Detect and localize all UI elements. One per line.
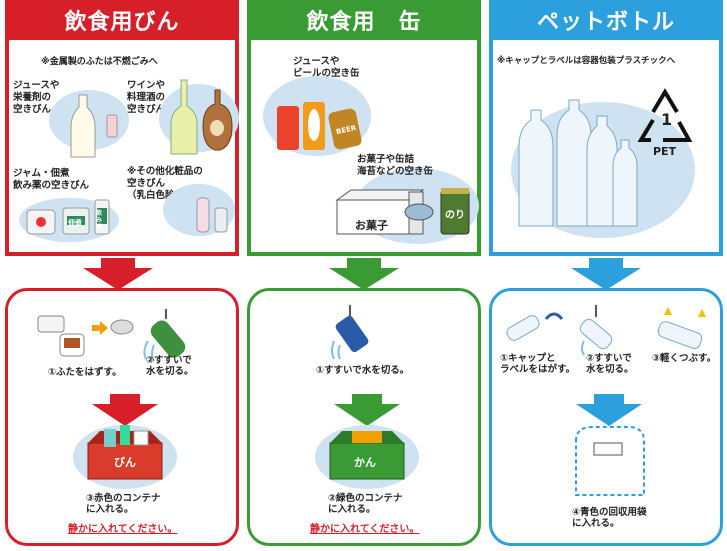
label-cosmetic-bottles: ※その他化粧品の 空きびん （乳白色除く） [127,166,203,201]
column-cans: 飲食用 缶 ジュースや ビールの空き缶 お菓子や缶詰 海苔などの空き缶 BEER… [247,0,481,551]
step-green-container: ②緑色のコンテナ に入れる。 [328,493,403,515]
header-pet-bottles: ペットボトル [489,0,723,40]
warning-quietly-cans: 静かに入れてください。 [310,524,420,535]
step-illustrations-cans [315,305,419,489]
label-juice-bottles: ジュースや 栄養剤の 空きびん [13,80,60,115]
arrow-down-green-1 [329,258,399,290]
panel-pet-bottles-items: ※キャップとラベルは容器包装プラスチックへ 1 PET [489,40,723,256]
juice-bottle-illustration [19,79,239,242]
bottle-label-medicine: 飲み薬 [96,210,103,231]
warning-quietly-bottles: 静かに入れてください。 [68,524,178,535]
note-metal-caps: ※金属製のふたは不燃ごみへ [41,57,158,67]
step-crush-pet: ③軽くつぶす。 [652,353,717,364]
header-cans: 飲食用 缶 [247,0,481,40]
pet-recycle-text: PET [653,145,677,158]
step-illustrations-pet [506,305,706,496]
step-illustrations-bottles [37,309,186,489]
panel-glass-bottles-items: ※金属製のふたは不燃ごみへ ジュースや 栄養剤の 空きびん ワインや 料理酒の … [5,40,239,256]
pet-recycle-number: 1 [661,110,673,129]
step-rinse-pet: ②すすいで 水を切る。 [586,353,634,375]
step-red-container: ③赤色のコンテナ に入れる。 [86,493,161,515]
step-rinse-bottle: ②すすいで 水を切る。 [146,355,194,377]
step-rinse-can: ①すすいで水を切る。 [316,365,410,376]
column-pet-bottles: ペットボトル ※キャップとラベルは容器包装プラスチックへ 1 PET [489,0,723,551]
box-label-snack: お菓子 [355,219,388,232]
note-cap-label: ※キャップとラベルは容器包装プラスチックへ [497,56,676,66]
label-jam-bottles: ジャム・佃煮 飲み薬の空きびん [13,168,90,191]
label-drink-cans: ジュースや ビールの空き缶 [293,56,360,79]
label-wine-bottles: ワインや 料理酒の 空きびん [127,80,166,115]
step-blue-bag: ④青色の回収用袋 に入れる。 [572,507,647,529]
arrow-down-red-1 [83,258,153,290]
step-remove-cap: ①ふたをはずす。 [48,367,122,378]
panel-cans-items: ジュースや ビールの空き缶 お菓子や缶詰 海苔などの空き缶 BEER お菓子 の… [247,40,481,256]
jar-label-tsukudani: 佃煮 [68,219,82,227]
container-label-kan: かん [354,456,376,469]
arrow-down-blue-1 [571,258,641,290]
label-snack-cans: お菓子や缶詰 海苔などの空き缶 [357,154,434,177]
panel-pet-bottles-steps: ①キャップと ラベルをはがす。 ②すすいで 水を切る。 ③軽くつぶす。 ④青色の… [489,288,723,546]
can-label-nori: のり [445,210,465,221]
panel-cans-steps: ①すすいで水を切る。 かん ②緑色のコンテナ に入れる。 静かに入れてください。 [247,288,481,546]
pet-bottles-illustration [511,88,695,238]
panel-glass-bottles-steps: ①ふたをはずす。 ②すすいで 水を切る。 びん ③赤色のコンテナ に入れる。 静… [5,288,239,546]
step-remove-cap-label: ①キャップと ラベルをはがす。 [500,353,576,375]
container-label-bin: びん [114,456,136,469]
cans-illustration [263,76,479,244]
column-glass-bottles: 飲食用びん ※金属製のふたは不燃ごみへ ジュースや 栄養剤の 空きびん ワインや… [5,0,239,551]
header-glass-bottles: 飲食用びん [5,0,239,40]
